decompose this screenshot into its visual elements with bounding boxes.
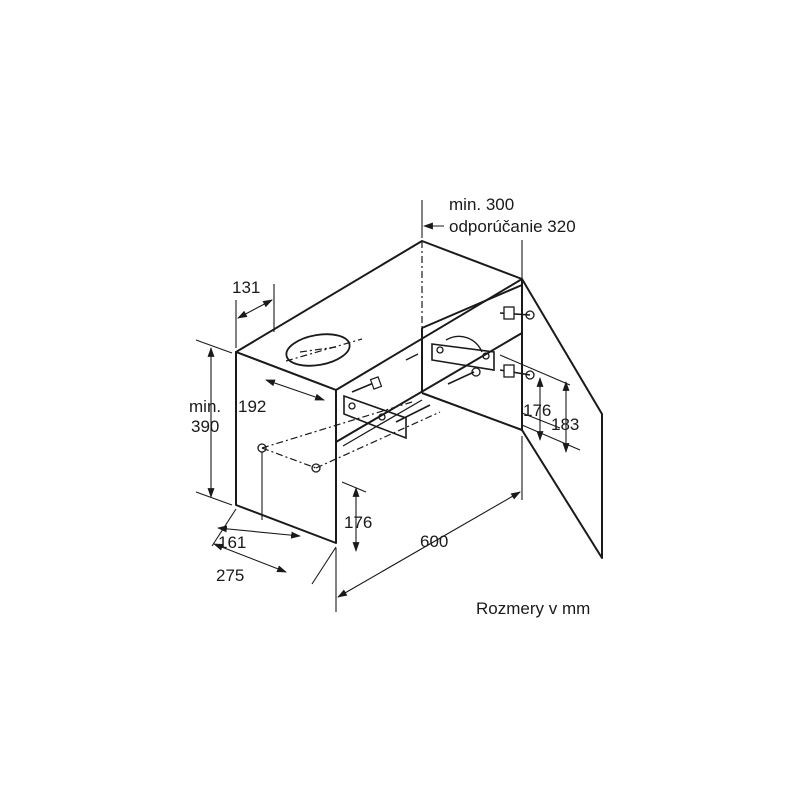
dim-label-height-value: 390 xyxy=(191,417,219,436)
cabinet-inner-floor-line xyxy=(342,399,423,447)
door-panel xyxy=(521,278,603,559)
dim-height xyxy=(195,339,233,506)
duct-center-cross xyxy=(299,346,337,353)
dim-top-depth xyxy=(421,200,523,278)
dim-label-width: 600 xyxy=(420,532,448,551)
dim-duct-offset xyxy=(235,284,275,348)
dim-width xyxy=(335,436,523,612)
dim-label-side-depth: 275 xyxy=(216,566,244,585)
dim-duct-diameter xyxy=(265,379,325,401)
dim-label-bracket-height-1: 176 xyxy=(523,401,551,420)
dim-bracket-heights xyxy=(499,354,581,453)
dim-side-depth xyxy=(211,508,337,585)
dim-side-hole-depth xyxy=(217,452,301,539)
dim-label-duct-diameter: 192 xyxy=(238,397,266,416)
mounting-bracket-left xyxy=(343,376,431,440)
dim-label-side-hole-height: 176 xyxy=(344,513,372,532)
dim-label-height-prefix: min. xyxy=(189,397,221,416)
duct-opening xyxy=(285,333,351,367)
dim-label-top-depth-min: min. 300 xyxy=(449,195,514,214)
cabinet-back-bottom-edge xyxy=(421,392,523,431)
cabinet-bottom-back-rail xyxy=(421,284,523,329)
mounting-bracket-right xyxy=(405,335,495,385)
side-hidden-axis-1 xyxy=(261,401,413,449)
cabinet-door xyxy=(499,278,603,559)
dim-label-side-hole-depth: 161 xyxy=(218,533,246,552)
side-hidden-axis-2 xyxy=(261,447,317,469)
units-note: Rozmery v mm xyxy=(476,599,590,618)
dim-label-bracket-height-2: 183 xyxy=(551,415,579,434)
dim-label-top-depth-recommended: odporúčanie 320 xyxy=(449,217,576,236)
side-hole-lower xyxy=(311,463,321,473)
dim-label-duct-offset: 131 xyxy=(232,278,260,297)
cabinet-body xyxy=(235,240,523,544)
